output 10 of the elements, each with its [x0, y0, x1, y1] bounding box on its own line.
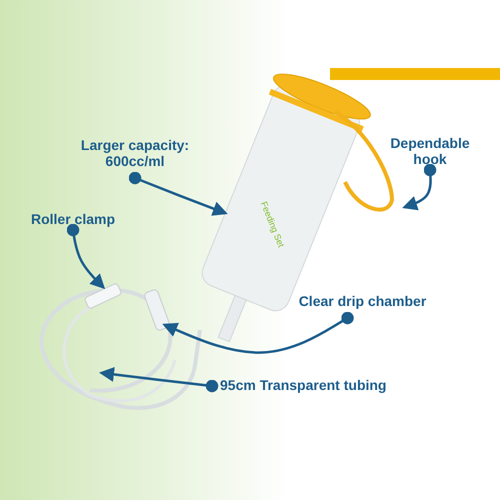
- callout-text: 95cm Transparent tubing: [220, 377, 388, 393]
- leader-line: [128, 172, 228, 216]
- callout-text: Dependable hook: [389, 135, 471, 167]
- callout-text: Clear drip chamber: [298, 293, 428, 309]
- callout-text: Larger capacity: 600cc/ml: [80, 137, 190, 169]
- leader-line: [99, 367, 218, 392]
- leader-line: [402, 164, 436, 210]
- leader-line: [66, 224, 106, 290]
- leader-line: [162, 312, 354, 354]
- callout-text: Roller clamp: [30, 211, 116, 227]
